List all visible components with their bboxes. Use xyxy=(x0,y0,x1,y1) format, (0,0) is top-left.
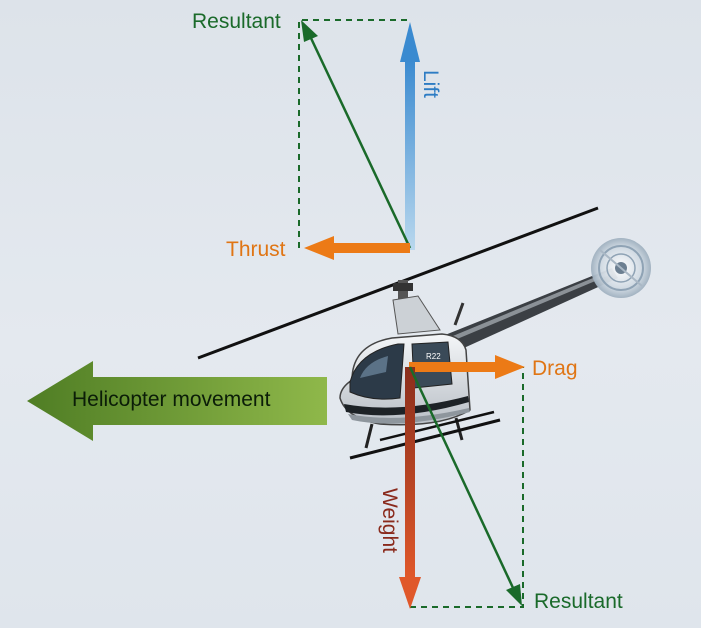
resultant-top-label: Resultant xyxy=(192,10,281,33)
lift-arrow xyxy=(400,22,420,250)
drag-arrow xyxy=(409,355,525,379)
resultant-bottom-label: Resultant xyxy=(534,590,623,613)
weight-label: Weight xyxy=(378,488,401,553)
resultant-bottom-arrow xyxy=(408,366,522,606)
thrust-arrow xyxy=(304,236,410,260)
drag-label: Drag xyxy=(532,357,578,380)
lift-label: Lift xyxy=(419,70,442,99)
tail-rotor-icon xyxy=(591,238,651,298)
bottom-dashed-box xyxy=(410,367,524,608)
tail-mark-text: R22 xyxy=(426,352,441,361)
thrust-label: Thrust xyxy=(226,238,286,261)
helicopter-movement-arrow xyxy=(27,361,327,441)
helicopter-movement-label: Helicopter movement xyxy=(72,388,271,411)
resultant-top-arrow xyxy=(301,20,412,249)
weight-arrow xyxy=(399,367,421,609)
top-dashed-box xyxy=(298,19,409,248)
